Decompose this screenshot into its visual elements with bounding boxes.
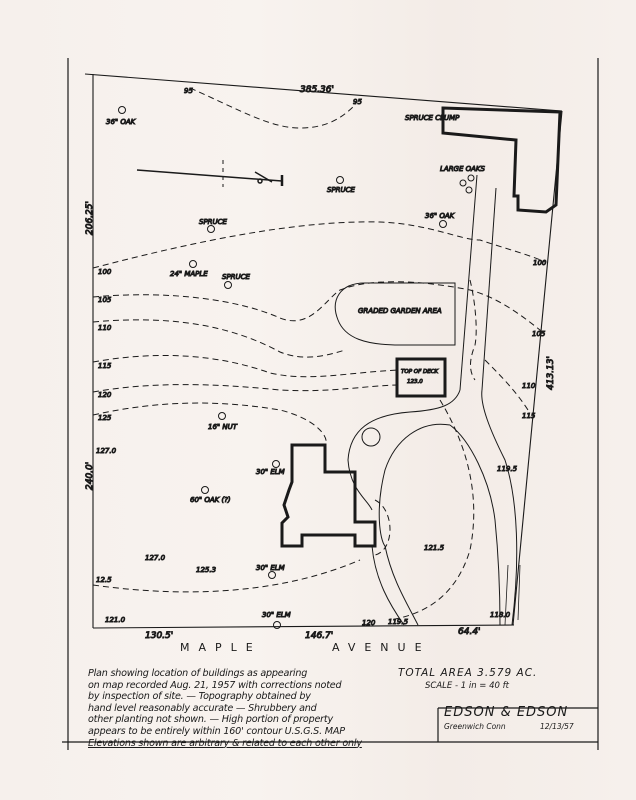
deck-label: TOP OF DECK — [401, 369, 439, 375]
graded-garden-area — [334, 282, 456, 346]
contour-label: 110 — [98, 324, 112, 332]
bottom-segment-2: 146.7' — [305, 631, 333, 641]
spot-elevation: 119.5 — [497, 465, 518, 473]
left-boundary-upper-label: 206.25' — [85, 201, 95, 235]
note-line: Plan showing location of buildings as ap… — [88, 668, 308, 679]
contour-label: 105 — [532, 330, 546, 338]
contour-label: 120 — [98, 391, 112, 399]
contour-label: 110 — [522, 382, 536, 390]
contour-label: 115 — [98, 362, 112, 370]
contour-label: 125 — [98, 414, 112, 422]
tree-labels: 36" OAK SPRUCE CLUMP LARGE OAKS SPRUCE 3… — [106, 114, 487, 620]
bottom-segment-1: 130.5' — [145, 631, 173, 641]
deck-elevation: 123.0 — [407, 379, 423, 385]
tree-label: SPRUCE CLUMP — [405, 114, 460, 122]
deck — [395, 357, 447, 398]
garden-label: GRADED GARDEN AREA — [358, 307, 442, 315]
left-boundary-lower-label: 240.0' — [85, 462, 95, 490]
spot-elevation: 118.0 — [490, 611, 511, 619]
contour-label: 100 — [98, 268, 112, 276]
firm-name: EDSON & EDSON — [444, 705, 569, 720]
tree-label: 30" ELM — [262, 611, 291, 619]
tree-label: 36" OAK — [425, 212, 456, 220]
firm-location: Greenwich Conn — [444, 722, 506, 731]
street-name-avenue: AVENUE — [332, 641, 431, 654]
contour-label: 12.5 — [96, 576, 112, 584]
spot-elevation: 120 — [362, 619, 376, 627]
plan-date: 12/13/57 — [540, 722, 574, 731]
street-name-maple: MAPLE — [180, 641, 262, 654]
contour-label: 95 — [184, 87, 193, 95]
spot-elevation: 125.3 — [196, 566, 216, 574]
contour-label: 105 — [98, 296, 112, 304]
sheet-frame — [62, 58, 599, 750]
contour-labels: 95 100 105 110 115 120 125 12.5 95 100 1… — [96, 87, 548, 585]
right-boundary-label: 413.13' — [546, 356, 556, 390]
spot-elevation: 121.0 — [105, 616, 126, 624]
spot-elevation: 127.0 — [96, 447, 117, 455]
tree-label: LARGE OAKS — [440, 165, 486, 173]
note-line: other planting not shown. — High portion… — [88, 714, 333, 726]
contour-label: 115 — [522, 412, 536, 420]
tree-label: 36" OAK — [106, 118, 137, 126]
note-line: appears to be entirely within 160' conto… — [88, 725, 345, 737]
spot-elevations: 127.0 127.0 125.3 121.0 120 119.5 119.5 … — [96, 447, 519, 628]
tree-label: 16" NUT — [208, 423, 238, 431]
driveway — [347, 174, 521, 626]
spot-elevation: 127.0 — [145, 554, 166, 562]
tree-label: SPRUCE — [199, 218, 228, 226]
tree-label: SPRUCE — [222, 273, 251, 281]
top-boundary-label: 385.36' — [300, 85, 334, 95]
note-line: hand level reasonably accurate — Shrubbe… — [88, 702, 317, 714]
total-area: TOTAL AREA 3.579 AC. — [398, 667, 538, 679]
spot-elevation: 121.5 — [424, 544, 445, 552]
north-arrow-icon — [136, 160, 284, 187]
contour-label: 95 — [353, 98, 362, 106]
spot-elevation: 119.5 — [388, 618, 409, 626]
scale: SCALE - 1 in = 40 ft — [425, 681, 509, 691]
tree-label: 30" ELM — [256, 564, 285, 572]
bottom-segment-3: 64.4' — [458, 627, 481, 637]
tree-label: SPRUCE — [327, 186, 356, 194]
tree-label: 24" MAPLE — [170, 270, 208, 278]
building-garage — [441, 106, 562, 214]
tree-markers — [118, 106, 475, 629]
note-line: Elevations shown are arbitrary & related… — [88, 737, 362, 749]
tree-label: 60" OAK (?) — [190, 496, 231, 504]
tree-label: 30" ELM — [256, 468, 285, 476]
note-line: by inspection of site. — Topography obta… — [88, 691, 311, 703]
note-line: on map recorded Aug. 21, 1957 with corre… — [88, 679, 342, 691]
house — [280, 443, 377, 548]
contour-label: 100 — [533, 259, 547, 267]
contour-lines — [92, 87, 546, 621]
plan-notes: Plan showing location of buildings as ap… — [88, 668, 388, 749]
property-boundary — [84, 73, 563, 629]
